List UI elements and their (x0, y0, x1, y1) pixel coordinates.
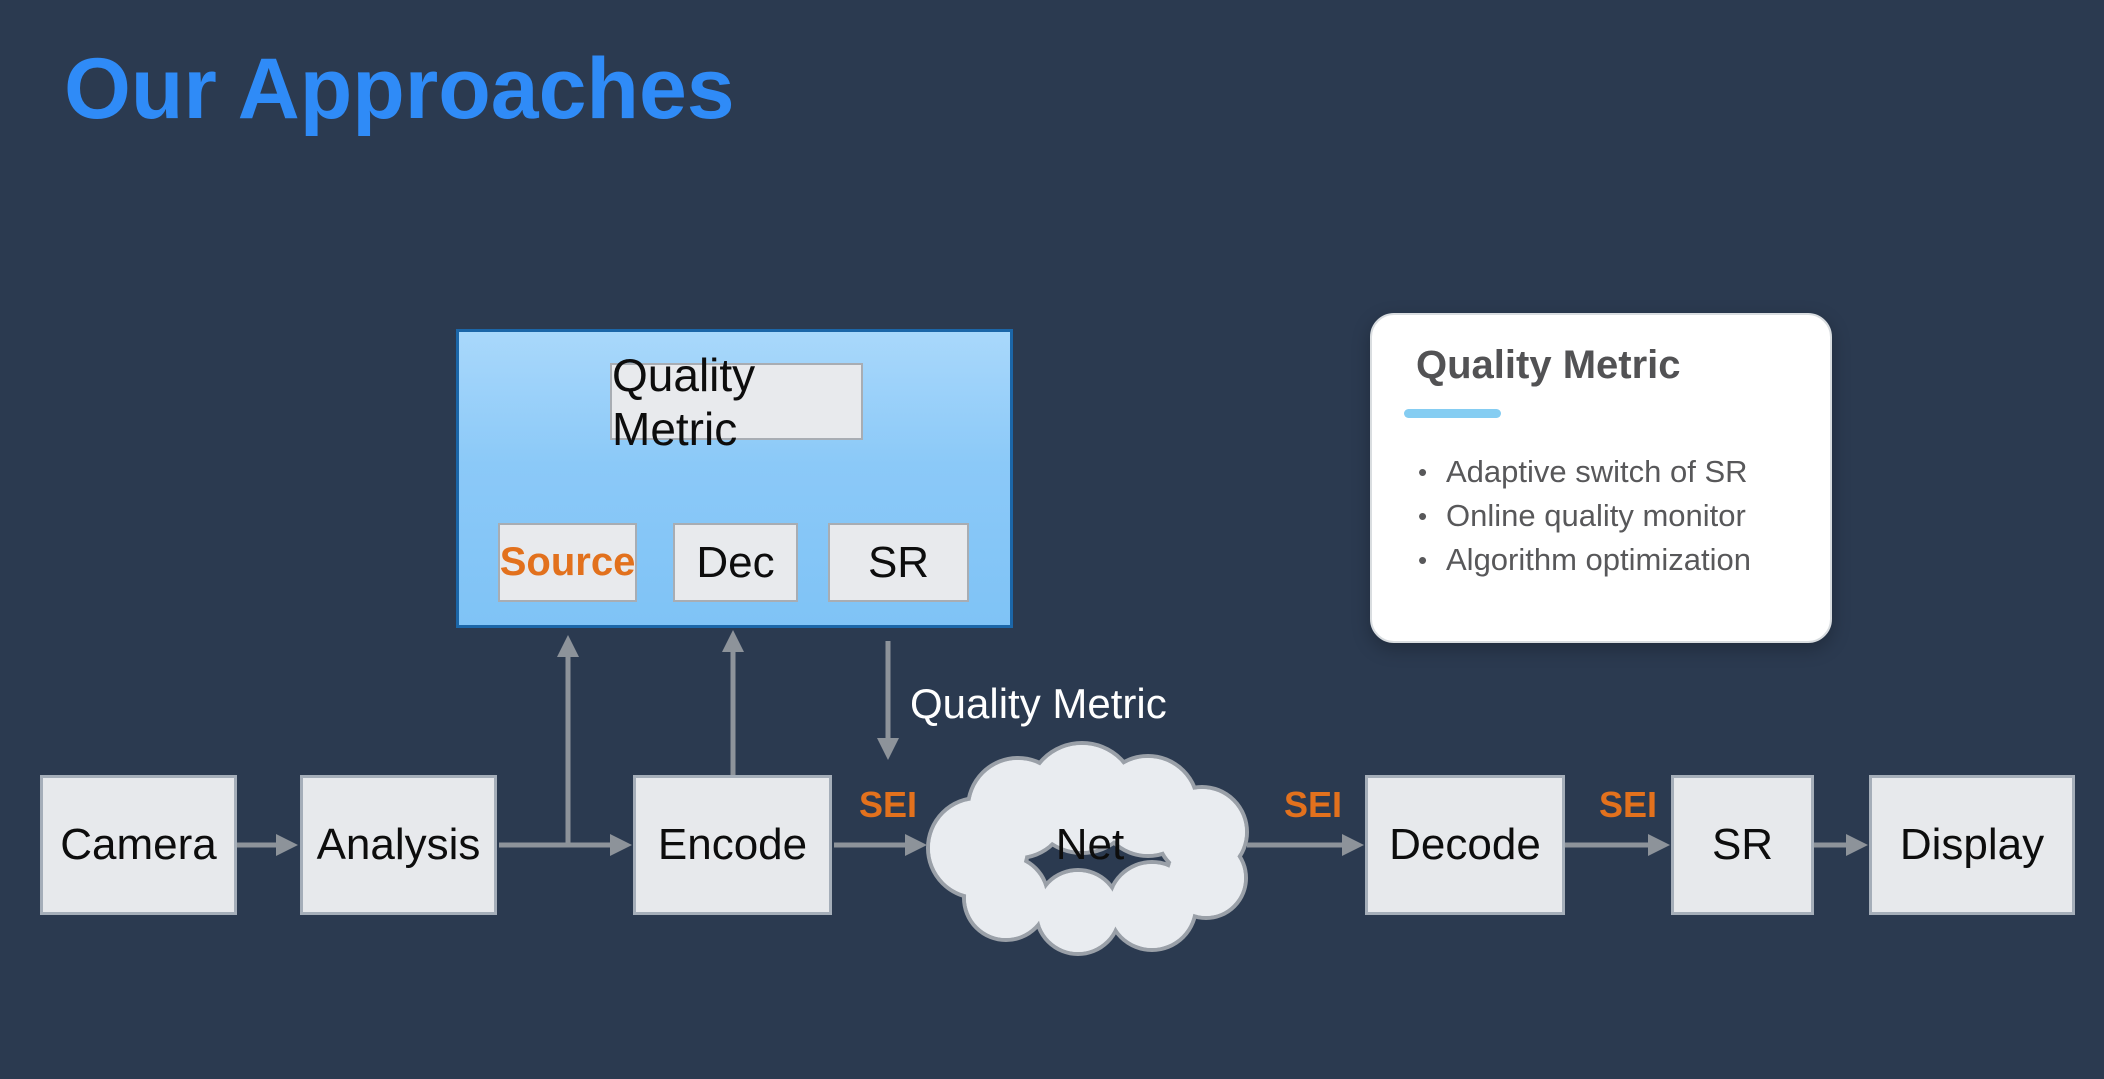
bullet-dot-icon: • (1418, 544, 1428, 575)
sei-label-net-decode: SEI (1283, 784, 1343, 825)
sr-node: SR (1671, 775, 1814, 915)
card-bullet-list: • Adaptive switch of SR • Online quality… (1418, 450, 1751, 582)
sei-label-encode-net: SEI (858, 784, 918, 825)
card-bullet-item: • Online quality monitor (1418, 494, 1751, 538)
source-node: Source (498, 523, 637, 602)
net-node-label: Net (1055, 820, 1125, 869)
dec-node: Dec (673, 523, 798, 602)
analysis-node: Analysis (300, 775, 497, 915)
card-bullet-text: Adaptive switch of SR (1446, 454, 1748, 489)
card-bullet-text: Algorithm optimization (1446, 542, 1751, 577)
card-title: Quality Metric (1416, 343, 1681, 387)
net-cloud-shape (926, 741, 1249, 956)
quality-metric-flow-label: Quality Metric (910, 680, 1167, 727)
sei-label-decode-sr: SEI (1598, 784, 1658, 825)
card-bullet-item: • Adaptive switch of SR (1418, 450, 1751, 494)
camera-node: Camera (40, 775, 237, 915)
display-node: Display (1869, 775, 2075, 915)
card-bullet-text: Online quality monitor (1446, 498, 1746, 533)
decode-node: Decode (1365, 775, 1565, 915)
card-bullet-item: • Algorithm optimization (1418, 538, 1751, 582)
card-title-underline (1404, 409, 1501, 418)
quality-metric-node: Quality Metric (610, 349, 863, 455)
encode-node: Encode (633, 775, 832, 915)
bullet-dot-icon: • (1418, 456, 1428, 487)
sr-feedback-node: SR (828, 523, 969, 602)
page-title: Our Approaches (64, 41, 735, 137)
bullet-dot-icon: • (1418, 500, 1428, 531)
quality-metric-card: Quality Metric • Adaptive switch of SR •… (1370, 313, 1832, 643)
